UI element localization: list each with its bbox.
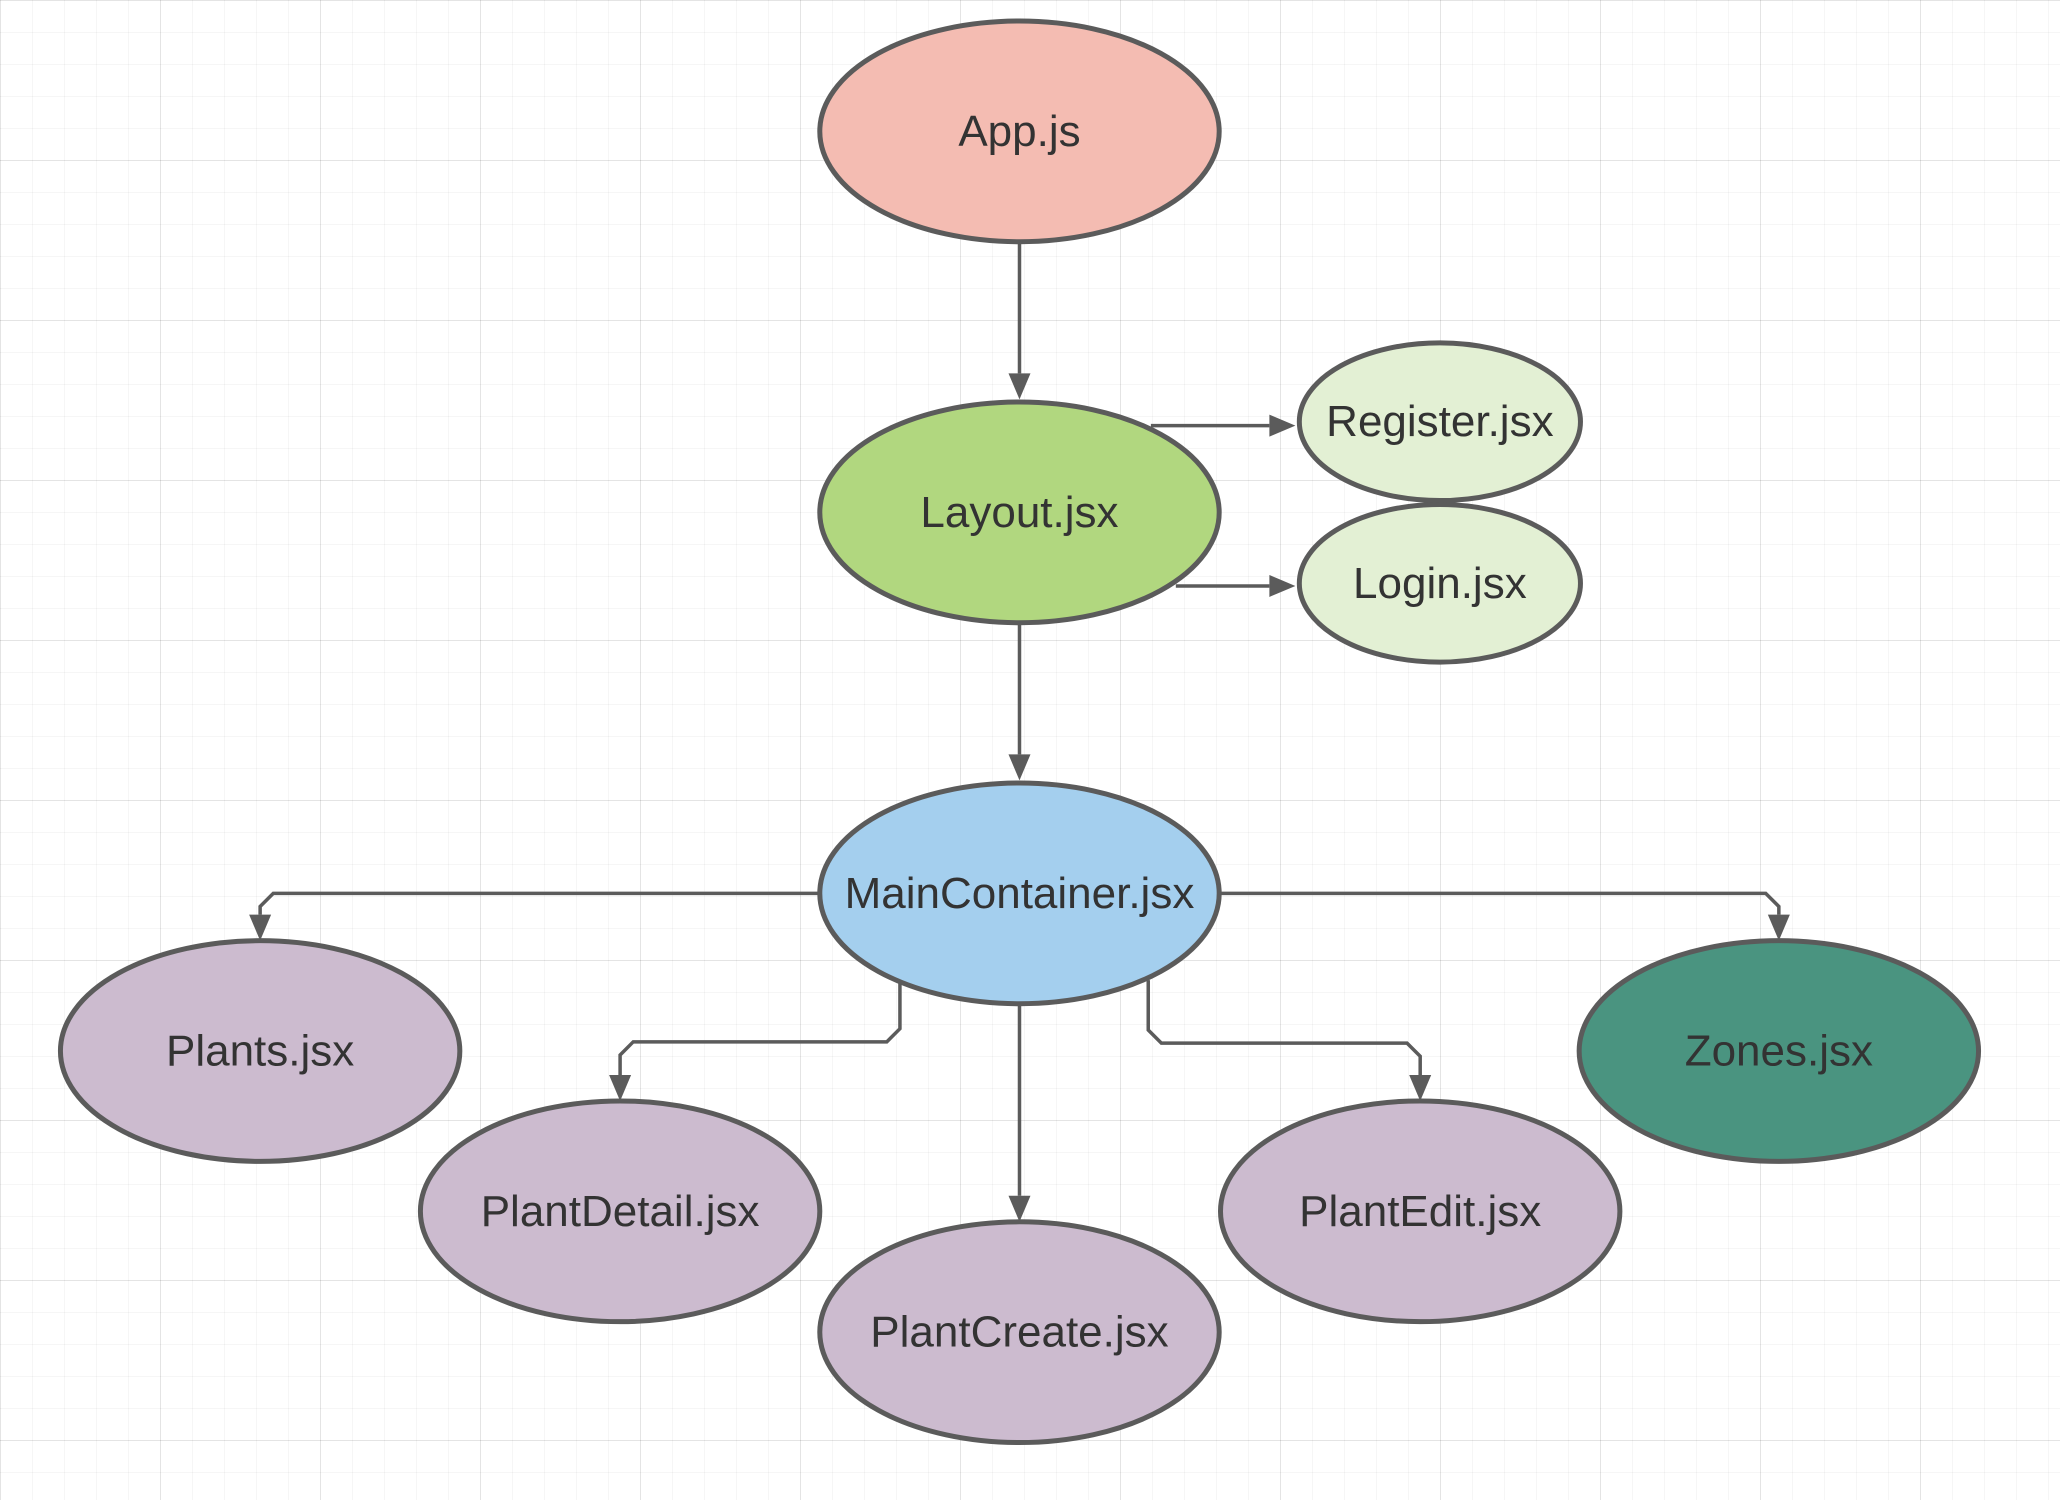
node-shape-register xyxy=(1296,340,1583,504)
node-plantdetail: PlantDetail.jsx xyxy=(417,1098,823,1325)
node-plantcreate: PlantCreate.jsx xyxy=(817,1219,1222,1446)
arrowhead-layout-to-maincontainer xyxy=(1008,754,1031,781)
node-layout: Layout.jsx xyxy=(817,399,1222,626)
arrowhead-maincontainer-to-plantcreate xyxy=(1008,1195,1031,1222)
arrowhead-maincontainer-to-plantdetail xyxy=(609,1074,632,1101)
node-shape-plants xyxy=(57,938,463,1164)
edge-layer xyxy=(249,241,1790,1222)
node-shape-login xyxy=(1296,501,1583,665)
node-app: App.js xyxy=(817,18,1222,245)
node-shape-plantcreate xyxy=(817,1219,1222,1446)
edge-maincontainer-to-zones xyxy=(1219,891,1781,915)
node-label-maincontainer: MainContainer.jsx xyxy=(845,869,1195,918)
node-label-login: Login.jsx xyxy=(1353,559,1527,608)
node-shape-app xyxy=(817,18,1222,245)
node-shape-layout xyxy=(817,399,1222,626)
node-label-plantcreate: PlantCreate.jsx xyxy=(870,1308,1168,1357)
node-zones: Zones.jsx xyxy=(1576,938,1982,1164)
arrowhead-app-to-layout xyxy=(1008,373,1031,400)
node-maincontainer: MainContainer.jsx xyxy=(817,780,1222,1007)
edge-maincontainer-to-plantedit xyxy=(1146,980,1422,1075)
node-login: Login.jsx xyxy=(1296,501,1583,665)
node-label-plants: Plants.jsx xyxy=(166,1027,354,1076)
edge-maincontainer-to-plants xyxy=(258,891,820,915)
node-register: Register.jsx xyxy=(1296,340,1583,504)
node-shape-maincontainer xyxy=(817,780,1222,1007)
arrowhead-maincontainer-to-zones xyxy=(1767,914,1790,941)
arrowhead-layout-to-login xyxy=(1269,574,1296,597)
node-label-zones: Zones.jsx xyxy=(1685,1027,1873,1076)
node-shape-zones xyxy=(1576,938,1982,1164)
node-label-layout: Layout.jsx xyxy=(920,488,1118,537)
node-label-app: App.js xyxy=(958,107,1080,156)
arrowhead-maincontainer-to-plants xyxy=(249,914,272,941)
node-label-register: Register.jsx xyxy=(1326,397,1553,446)
node-label-plantedit: PlantEdit.jsx xyxy=(1299,1187,1541,1236)
node-shape-plantedit xyxy=(1217,1098,1623,1325)
node-plantedit: PlantEdit.jsx xyxy=(1217,1098,1623,1325)
node-shape-plantdetail xyxy=(417,1098,823,1325)
node-plants: Plants.jsx xyxy=(57,938,463,1164)
arrowhead-layout-to-register xyxy=(1269,414,1296,437)
arrowhead-maincontainer-to-plantedit xyxy=(1409,1074,1432,1101)
node-label-plantdetail: PlantDetail.jsx xyxy=(481,1187,760,1236)
edge-maincontainer-to-plantdetail xyxy=(618,980,902,1075)
